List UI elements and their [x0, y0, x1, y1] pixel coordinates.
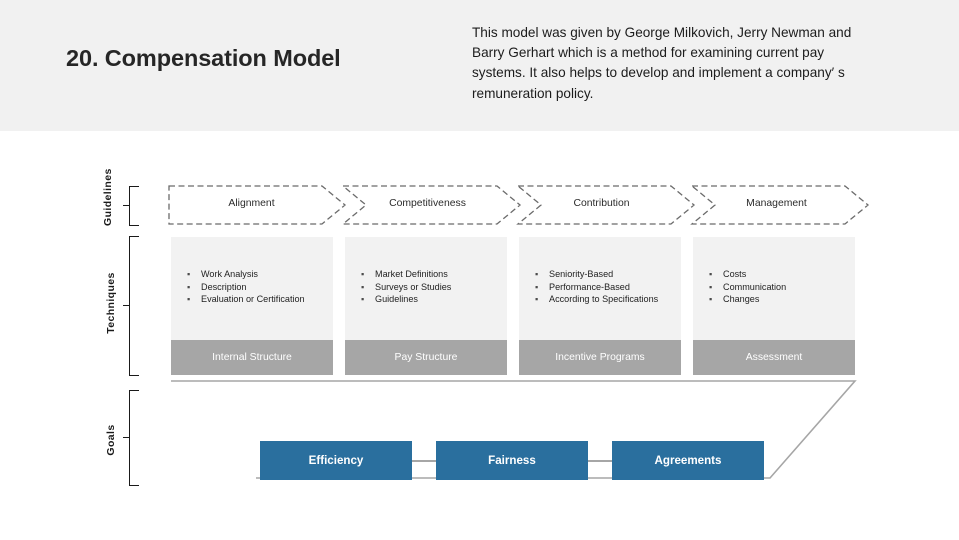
bullet-icon: ▪	[709, 281, 713, 292]
bracket-goals	[129, 390, 139, 486]
row-label-guidelines: Guidelines	[102, 168, 114, 226]
chevron-label-competitiveness[interactable]: Competitiveness	[389, 198, 466, 209]
bullet-text: Communication	[723, 281, 787, 292]
bullet-icon: ▪	[709, 269, 713, 279]
bracket-tick-goals	[123, 437, 129, 439]
goal-connector	[411, 460, 436, 462]
bracket-techniques	[129, 236, 139, 376]
header-band	[0, 0, 959, 131]
bullet-icon: ▪	[535, 281, 539, 292]
bullet-text: Work Analysis	[201, 269, 258, 279]
bullet-text: Surveys or Studies	[375, 281, 452, 292]
bullet-icon: ▪	[535, 269, 539, 279]
bracket-tick-techniques	[123, 305, 129, 307]
technique-footer-label: Assessment	[693, 340, 855, 375]
technique-card[interactable]: ▪ Seniority-Based ▪ Performance-Based ▪ Acc…	[519, 237, 681, 375]
bullet-icon: ▪	[361, 269, 365, 279]
technique-card[interactable]: ▪Market Definitions ▪Surveys or Studies …	[345, 237, 507, 375]
bullet-icon: ▪	[361, 294, 365, 305]
technique-footer-label: Internal Structure	[171, 340, 333, 375]
bullet-text: Description	[201, 281, 247, 292]
technique-card[interactable]: ▪ Costs ▪ Communication ▪ Changes Assessmen…	[693, 237, 855, 375]
goal-box-agreements[interactable]: Agreements	[612, 441, 764, 480]
technique-bullet-list: ▪ Work Analysis ▪ Description ▪ Evaluation …	[187, 268, 305, 306]
page-title: 20. Compensation Model	[66, 45, 341, 71]
goal-box-fairness[interactable]: Fairness	[436, 441, 588, 480]
technique-footer-label: Incentive Programs	[519, 340, 681, 375]
goal-connector	[588, 460, 613, 462]
bullet-icon: ▪	[709, 294, 713, 305]
technique-bullet-list: ▪ Seniority-Based ▪ Performance-Based ▪ Acc…	[535, 268, 658, 306]
technique-footer-label: Pay Structure	[345, 340, 507, 375]
bullet-text: According to Specifications	[549, 294, 659, 305]
technique-bullet-list: ▪Market Definitions ▪Surveys or Studies …	[361, 268, 451, 306]
chevron-label-management[interactable]: Management	[746, 198, 807, 209]
bullet-text: Evaluation or Certification	[201, 294, 305, 305]
bullet-text: Seniority-Based	[549, 269, 614, 279]
row-label-goals: Goals	[105, 424, 117, 456]
bullet-text: Performance-Based	[549, 281, 630, 292]
bullet-text: Guidelines	[375, 294, 418, 305]
bullet-icon: ▪	[361, 281, 365, 292]
bracket-tick-guidelines	[123, 205, 129, 207]
chevron-label-alignment[interactable]: Alignment	[228, 198, 275, 209]
bullet-text: Changes	[723, 294, 760, 305]
bullet-text: Costs	[723, 269, 747, 279]
technique-bullet-list: ▪ Costs ▪ Communication ▪ Changes	[709, 268, 786, 306]
row-label-techniques: Techniques	[105, 272, 117, 334]
technique-card[interactable]: ▪ Work Analysis ▪ Description ▪ Evaluation …	[171, 237, 333, 375]
bullet-icon: ▪	[535, 294, 539, 305]
bracket-guidelines	[129, 186, 139, 226]
bullet-icon: ▪	[187, 281, 191, 292]
bullet-icon: ▪	[187, 269, 191, 279]
chevron-label-contribution[interactable]: Contribution	[573, 198, 630, 209]
bullet-icon: ▪	[187, 294, 191, 305]
bullet-text: Market Definitions	[375, 269, 448, 279]
page-description: This model was given by George Milkovich…	[472, 25, 852, 101]
goal-box-efficiency[interactable]: Efficiency	[260, 441, 412, 480]
